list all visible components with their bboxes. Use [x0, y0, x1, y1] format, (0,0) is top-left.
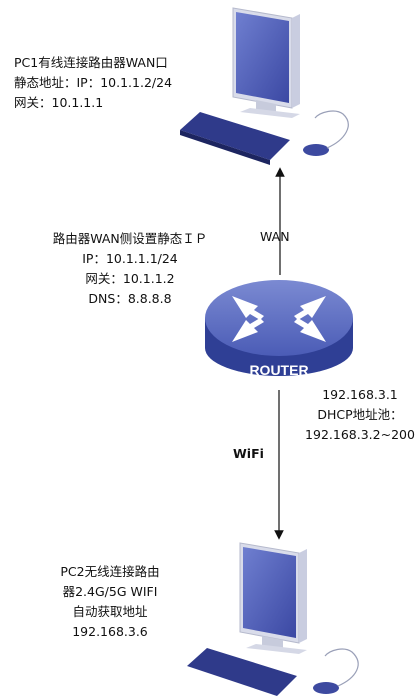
wan-setting-line: 网关：10.1.1.2: [85, 271, 175, 286]
pc2-line: 自动获取地址: [72, 604, 148, 619]
pc1-line: PC1有线连接路由器WAN口: [14, 55, 168, 70]
router-icon: ROUTER: [205, 280, 353, 378]
wan-setting-line: DNS：8.8.8.8: [88, 291, 172, 306]
pc2-line: 器2.4G/5G WIFI: [62, 584, 158, 599]
pc2-description: PC2无线连接路由 器2.4G/5G WIFI 自动获取地址 192.168.3…: [40, 562, 180, 642]
pc2-computer-icon: [187, 542, 359, 696]
pc1-line: 网关：10.1.1.1: [14, 95, 104, 110]
router-label: ROUTER: [249, 362, 308, 378]
wan-link-label: WAN: [260, 229, 290, 244]
wifi-link-label: WiFi: [233, 446, 264, 461]
pc1-description: PC1有线连接路由器WAN口 静态地址：IP：10.1.1.2/24 网关：10…: [14, 53, 172, 113]
wan-setting-line: 路由器WAN侧设置静态ＩＰ: [52, 231, 208, 246]
router-wan-settings: 路由器WAN侧设置静态ＩＰ IP：10.1.1.1/24 网关：10.1.1.2…: [30, 229, 230, 309]
lan-setting-line: 192.168.3.2~200: [305, 427, 415, 442]
pc2-line: PC2无线连接路由: [60, 564, 160, 579]
router-lan-settings: 192.168.3.1 DHCP地址池： 192.168.3.2~200: [300, 385, 420, 445]
wan-setting-line: IP：10.1.1.1/24: [82, 251, 178, 266]
lan-setting-line: DHCP地址池：: [317, 407, 403, 422]
pc1-computer-icon: [180, 7, 349, 165]
pc1-line: 静态地址：IP：10.1.1.2/24: [14, 75, 173, 90]
lan-setting-line: 192.168.3.1: [322, 387, 398, 402]
pc2-line: 192.168.3.6: [72, 624, 148, 639]
